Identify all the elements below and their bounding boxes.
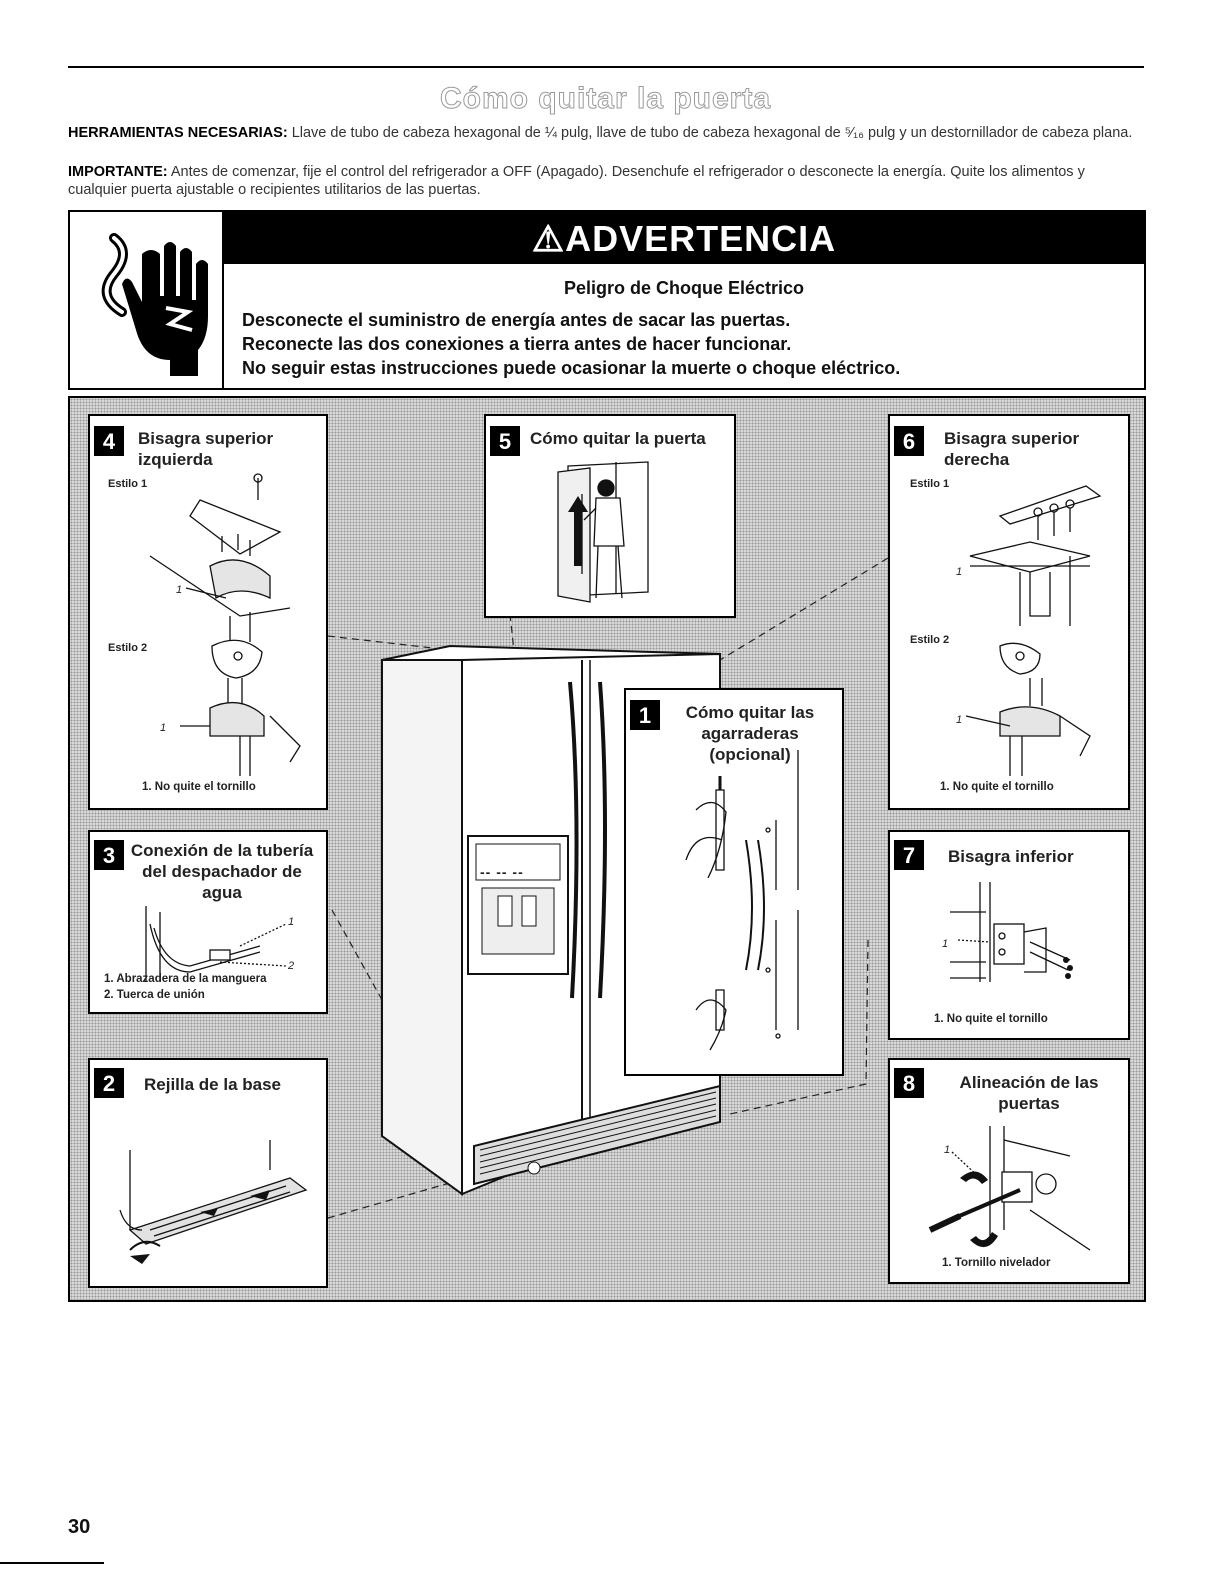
step-6-style-1: Estilo 1 — [910, 478, 950, 490]
step-7-callout: 1 — [942, 938, 949, 950]
step-6-caption: 1. No quite el tornillo — [940, 781, 1054, 793]
warning-banner-text: ADVERTENCIA — [565, 218, 837, 259]
step-8-card: 8 Alineación de las puertas 1 1. Tornill… — [888, 1058, 1130, 1284]
warning-box: ⚠ADVERTENCIA Peligro de Choque Eléctrico… — [68, 210, 1146, 390]
step-6-number: 6 — [894, 426, 924, 456]
step-5-number: 5 — [490, 426, 520, 456]
step-6-card: 6 Bisagra superior derecha Estilo 1 Esti… — [888, 414, 1130, 810]
warning-icon-cell — [70, 212, 224, 388]
step-1-title: Cómo quitar las agarraderas (opcional) — [685, 703, 815, 764]
base-grille-diagram — [119, 1140, 308, 1264]
electric-shock-hand-icon — [101, 233, 208, 376]
important-text: Antes de comenzar, fije el control del r… — [68, 164, 1085, 198]
step-6-callout-b: 1 — [956, 714, 963, 726]
left-top-hinge-diagram — [149, 473, 301, 776]
door-removal-diagram — [557, 461, 649, 603]
step-8-number: 8 — [894, 1068, 924, 1098]
step-7-title: Bisagra inferior — [948, 847, 1074, 866]
step-2-title: Rejilla de la base — [144, 1075, 282, 1094]
step-4-card: 4 Bisagra superior izquierda Estilo 1 Es… — [88, 414, 328, 810]
diagram-panel: -- -- -- 4 Bisagra superior izquierda Es… — [68, 396, 1146, 1302]
step-7-caption: 1. No quite el tornillo — [934, 1013, 1048, 1025]
tools-text: Llave de tubo de cabeza hexagonal de ¼ p… — [291, 125, 1133, 141]
step-7-card: 7 Bisagra inferior 1 1. No quite el torn… — [888, 830, 1130, 1040]
tools-label: HERRAMIENTAS NECESARIAS: — [68, 125, 288, 141]
step-4-title: Bisagra superior izquierda — [138, 429, 274, 469]
handle-removal-diagram — [685, 750, 799, 1051]
page-number: 30 — [68, 1516, 91, 1538]
warning-triangle-icon: ⚠ — [531, 218, 566, 259]
warning-line-2: Reconecte las dos conexiones a tierra an… — [242, 334, 792, 354]
step-2-card: 2 Rejilla de la base — [88, 1058, 328, 1288]
warning-banner: ⚠ADVERTENCIA — [224, 212, 1144, 264]
bottom-hinge-diagram — [950, 882, 1073, 982]
step-6-style-2: Estilo 2 — [910, 634, 950, 646]
step-1-card: 1 Cómo quitar las agarraderas (opcional) — [624, 688, 844, 1076]
warning-line-1: Desconecte el suministro de energía ante… — [242, 310, 791, 330]
warning-subtitle: Peligro de Choque Eléctrico — [563, 278, 805, 298]
step-2-number: 2 — [94, 1068, 124, 1098]
step-3-caption-1: 1. Abrazadera de la manguera — [104, 973, 267, 985]
dispenser-display: -- -- -- — [480, 864, 524, 880]
step-3-title: Conexión de la tubería del despachador d… — [130, 841, 314, 902]
page-title: Cómo quitar la puerta — [439, 82, 772, 116]
step-3-callout-2: 2 — [288, 960, 295, 972]
step-1-number: 1 — [630, 700, 660, 730]
step-4-style-2: Estilo 2 — [108, 642, 148, 654]
step-3-number: 3 — [94, 840, 124, 870]
tools-paragraph: HERRAMIENTAS NECESARIAS: Llave de tubo d… — [68, 124, 1144, 142]
step-6-callout-a: 1 — [956, 566, 963, 578]
top-rule — [68, 66, 1144, 68]
right-top-hinge-diagram — [965, 485, 1102, 776]
step-4-style-1: Estilo 1 — [108, 478, 148, 490]
step-8-callout: 1 — [944, 1144, 951, 1156]
step-3-caption-2: 2. Tuerca de unión — [104, 989, 205, 1001]
step-4-number: 4 — [94, 426, 124, 456]
warning-line-3: No seguir estas instrucciones puede ocas… — [242, 358, 901, 378]
bottom-rule — [0, 1562, 104, 1564]
step-8-title: Alineación de las puertas — [959, 1073, 1099, 1113]
step-3-callout-1: 1 — [288, 916, 295, 928]
important-label: IMPORTANTE: — [68, 164, 168, 180]
important-paragraph: IMPORTANTE: Antes de comenzar, fije el c… — [68, 163, 1144, 199]
door-alignment-diagram — [928, 1126, 1091, 1251]
step-5-title: Cómo quitar la puerta — [530, 429, 706, 448]
step-3-card: 3 Conexión de la tubería del despachador… — [88, 830, 328, 1014]
step-4-callout-b: 1 — [160, 722, 167, 734]
step-4-callout-a: 1 — [176, 584, 183, 596]
step-7-number: 7 — [894, 840, 924, 870]
step-6-title: Bisagra superior derecha — [944, 429, 1080, 469]
step-4-caption: 1. No quite el tornillo — [142, 781, 256, 793]
step-8-caption: 1. Tornillo nivelador — [942, 1257, 1051, 1269]
step-5-card: 5 Cómo quitar la puerta — [484, 414, 736, 618]
water-line-diagram — [145, 906, 287, 982]
